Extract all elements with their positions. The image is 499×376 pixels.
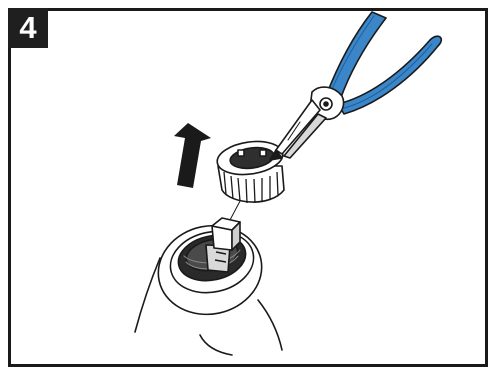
lock-ring-icon [215, 138, 285, 203]
up-arrow-icon [174, 123, 211, 188]
step-number-badge: 4 [8, 8, 48, 48]
faucet-body-icon [135, 216, 282, 355]
step-number: 4 [19, 10, 36, 45]
needle-nose-pliers-icon [270, 12, 441, 160]
